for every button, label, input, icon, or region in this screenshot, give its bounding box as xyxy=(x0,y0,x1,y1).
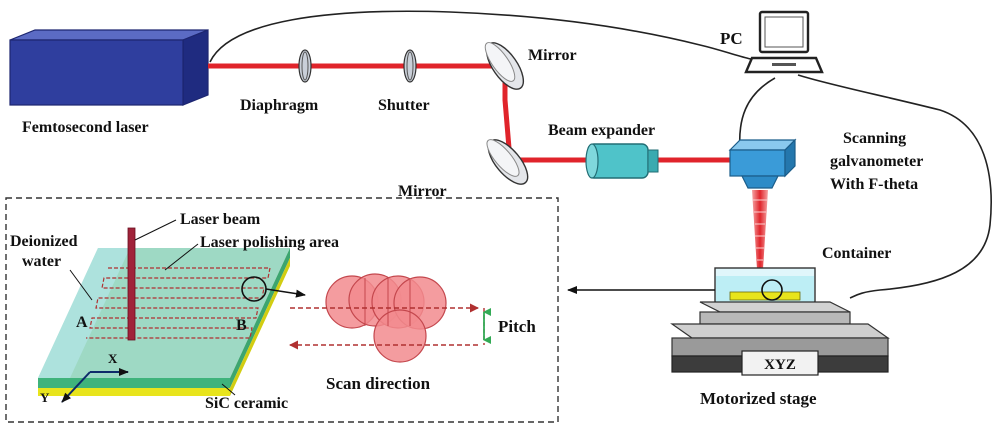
stage-cable xyxy=(797,74,992,299)
mirror-top-icon xyxy=(484,42,525,90)
shutter-lens xyxy=(403,49,417,83)
polishing-area-leader xyxy=(164,243,199,271)
sample-slab xyxy=(38,248,290,396)
diaphragm-label: Diaphragm xyxy=(240,97,319,114)
inset-laser-beam xyxy=(127,227,136,341)
polishing-area-label: Laser polishing area xyxy=(200,234,339,251)
galvo-label-line3: With F-theta xyxy=(830,176,918,193)
scan-direction-label: Scan direction xyxy=(326,374,431,393)
point-b-label: B xyxy=(236,317,247,334)
container xyxy=(714,267,816,303)
inset-frame xyxy=(5,197,559,423)
femtosecond-laser-label: Femtosecond laser xyxy=(22,119,149,136)
xyz-axes-icon xyxy=(61,368,129,403)
spot-chords xyxy=(364,278,411,326)
shutter-label: Shutter xyxy=(378,97,430,114)
focused-beam xyxy=(752,190,768,285)
motorized-stage-label: Motorized stage xyxy=(700,389,817,408)
pc-label: PC xyxy=(720,29,743,48)
axis-x-label: X xyxy=(108,351,118,366)
galvo-label-line2: galvanometer xyxy=(830,153,923,170)
scanning-galvanometer xyxy=(728,138,797,189)
laser-beam-leader xyxy=(134,219,177,241)
mirror-top-label: Mirror xyxy=(528,47,577,64)
pc-cable xyxy=(209,10,771,63)
scan-raster-lines xyxy=(86,267,271,339)
xyz-label: XYZ xyxy=(764,357,796,373)
point-a-label: A xyxy=(76,314,88,331)
mirror-bottom-label: Mirror xyxy=(398,183,447,200)
pitch-label: Pitch xyxy=(498,317,536,336)
beam-expander-label: Beam expander xyxy=(548,122,655,139)
pc-galvo-cable xyxy=(738,77,776,151)
axis-y-label: Y xyxy=(40,390,50,405)
beam-expander xyxy=(585,143,659,179)
sic-leader xyxy=(221,383,236,396)
deionized-label-line1: Deionized xyxy=(10,233,78,250)
laser-beam-label: Laser beam xyxy=(180,211,261,228)
deionized-leader xyxy=(69,269,93,301)
femtosecond-laser xyxy=(9,29,209,106)
deionized-label-line2: water xyxy=(22,253,61,270)
mirror-bottom-icon xyxy=(486,139,529,185)
sic-ceramic-label: SiC ceramic xyxy=(205,395,288,412)
galvo-label-line1: Scanning xyxy=(843,130,906,147)
detail-arrow xyxy=(265,288,306,298)
motorized-stage xyxy=(670,301,890,376)
laser-spots xyxy=(325,273,447,363)
laptop-icon xyxy=(744,10,824,74)
container-label: Container xyxy=(822,245,891,262)
diaphragm-lens xyxy=(298,49,312,83)
